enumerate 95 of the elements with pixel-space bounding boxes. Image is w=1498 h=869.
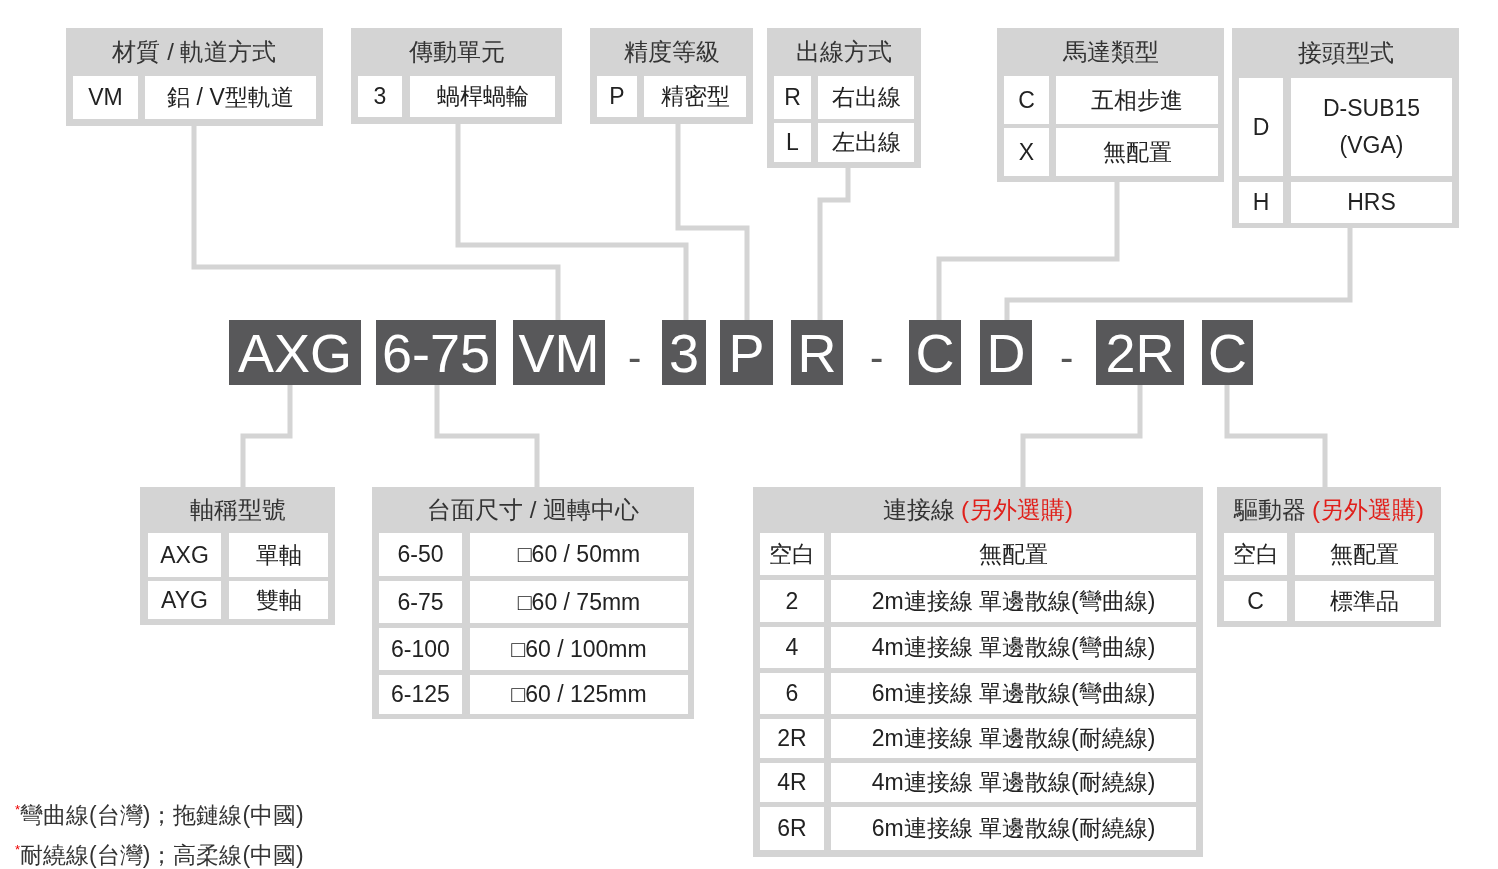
connector-line (1224, 385, 1328, 487)
option-code-cell: P (597, 76, 637, 117)
option-description-cell: D-SUB15 (VGA) (1291, 78, 1452, 176)
group-heading: 連接線 (883, 495, 955, 525)
connector-line (434, 385, 540, 487)
hyphen: - (1060, 335, 1074, 380)
option-code-cell: H (1239, 182, 1283, 223)
option-panel (997, 28, 1224, 182)
option-description-cell: 4m連接線 單邊散線(耐繞線) (831, 763, 1196, 802)
code-segment: 2R (1096, 320, 1184, 385)
option-description-cell: 左出線 (818, 123, 914, 162)
group-heading: 傳動單元 (408, 37, 505, 67)
option-code-cell: X (1004, 128, 1049, 176)
group-heading: 軸稱型號 (189, 495, 286, 525)
option-description-cell: 4m連接線 單邊散線(彎曲線) (831, 627, 1196, 668)
option-description-cell: 五相步進 (1056, 76, 1218, 124)
group-heading: 精度等級 (623, 37, 720, 67)
code-segment: C (1202, 320, 1253, 385)
option-code-cell: 6R (760, 807, 824, 850)
option-panel (66, 28, 323, 126)
option-description-cell: □60 / 50mm (470, 533, 688, 576)
option-code-cell: 6-50 (379, 533, 462, 576)
connector-line (240, 385, 293, 487)
option-description-cell: 單軸 (229, 533, 328, 577)
option-code-cell: 空白 (760, 533, 824, 575)
option-description-cell: HRS (1291, 182, 1452, 223)
option-description-cell: 鋁 / V型軌道 (145, 76, 316, 119)
option-code-cell: C (1004, 76, 1049, 124)
option-description-cell: 6m連接線 單邊散線(耐繞線) (831, 807, 1196, 850)
option-code-cell: 2 (760, 580, 824, 622)
group-heading: 台面尺寸 / 迴轉中心 (427, 495, 639, 525)
option-description-cell: □60 / 100mm (470, 628, 688, 670)
connector-line (1020, 385, 1143, 487)
option-code-cell: 2R (760, 719, 824, 758)
option-code-cell: L (774, 123, 811, 162)
group-heading: 出線方式 (796, 37, 892, 67)
option-panel (1217, 487, 1441, 627)
group-heading: 馬達類型 (1062, 37, 1159, 67)
hyphen: - (870, 335, 884, 380)
option-description-cell: 6m連接線 單邊散線(彎曲線) (831, 673, 1196, 714)
option-code-cell: AYG (148, 581, 221, 619)
option-description-cell: 雙軸 (229, 581, 328, 619)
option-code-cell: 6-100 (379, 628, 462, 670)
option-code-cell: C (1224, 581, 1287, 621)
option-code-cell: AXG (148, 533, 221, 577)
connector-line (455, 124, 689, 320)
code-segment: AXG (229, 320, 361, 385)
option-panel (590, 28, 753, 124)
code-segment: VM (513, 320, 605, 385)
option-description-cell: 蝸桿蝸輪 (410, 76, 555, 117)
option-code-cell: 6 (760, 673, 824, 714)
option-panel (372, 487, 694, 719)
option-code-cell: D (1239, 78, 1283, 176)
option-description-cell: □60 / 125mm (470, 675, 688, 714)
option-panel (140, 487, 335, 625)
option-panel (1232, 28, 1459, 228)
option-panel (351, 28, 562, 124)
option-description-cell: 2m連接線 單邊散線(彎曲線) (831, 580, 1196, 622)
optional-note: (另外選購) (961, 495, 1073, 525)
optional-note: (另外選購) (1312, 495, 1424, 525)
option-description-cell: 標準品 (1295, 581, 1434, 621)
option-description-cell: 2m連接線 單邊散線(耐繞線) (831, 719, 1196, 758)
option-code-cell: 6-75 (379, 581, 462, 623)
code-segment: 3 (662, 320, 706, 385)
footnote: $^{*}$耐繞線(台灣)；高柔線(中國) (15, 841, 304, 869)
option-description-cell: 無配置 (831, 533, 1196, 575)
connector-line (191, 126, 561, 320)
option-panel (753, 487, 1203, 857)
option-code-cell: VM (73, 76, 138, 119)
option-code-cell: 4R (760, 763, 824, 802)
option-code-cell: 空白 (1224, 533, 1287, 575)
option-description-cell: □60 / 75mm (470, 581, 688, 623)
code-segment: C (909, 320, 961, 385)
code-segment: R (791, 320, 843, 385)
group-heading: 接頭型式 (1297, 38, 1394, 68)
option-description-cell: 精密型 (644, 76, 746, 117)
option-code-cell: 6-125 (379, 675, 462, 714)
connector-line (1004, 228, 1353, 320)
option-code-cell: R (774, 76, 811, 119)
option-code-cell: 4 (760, 627, 824, 668)
option-description-cell: 無配置 (1295, 533, 1434, 575)
footnote: $^{*}$彎曲線(台灣)；拖鏈線(中國) (15, 801, 304, 830)
connector-line (817, 168, 851, 320)
option-code-cell: 3 (358, 76, 402, 117)
option-panel (767, 28, 921, 168)
option-description-cell: 無配置 (1056, 128, 1218, 176)
option-description-cell: 右出線 (818, 76, 914, 119)
code-segment: 6-75 (376, 320, 496, 385)
code-segment: P (720, 320, 773, 385)
group-heading: 材質 / 軌道方式 (112, 37, 277, 67)
group-heading: 驅動器 (1234, 495, 1306, 525)
connector-line (936, 182, 1120, 320)
code-segment: D (980, 320, 1032, 385)
connector-line (675, 124, 750, 320)
hyphen: - (628, 335, 642, 380)
